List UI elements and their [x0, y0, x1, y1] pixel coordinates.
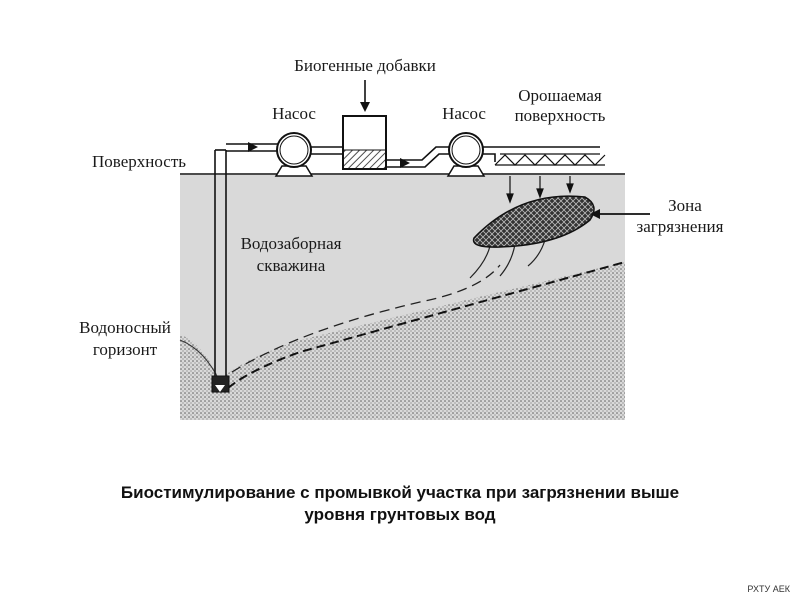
well-intake-arrow — [215, 385, 225, 392]
figure-caption: Биостимулирование с промывкой участка пр… — [60, 482, 740, 526]
caption-line-1: Биостимулирование с промывкой участка пр… — [120, 483, 680, 502]
leach-streak — [527, 239, 546, 267]
pipe-tank-to-pump2-lower — [386, 153, 450, 168]
pump-left — [274, 132, 314, 177]
aquifer-zone — [180, 262, 625, 420]
label-well-line1: Водозаборная — [240, 234, 342, 253]
pipe-flow-arrow — [400, 158, 410, 168]
pipe-pump2-to-sprinklers-lower — [483, 153, 496, 162]
infiltration-arrows — [506, 176, 574, 204]
leach-streak — [469, 245, 491, 279]
water-table-line — [227, 261, 626, 389]
leach-streak — [499, 243, 516, 277]
well-screen — [211, 375, 230, 393]
caption-line-2: уровня грунтовых вод — [304, 505, 496, 524]
label-surface: Поверхность — [92, 152, 186, 171]
label-irrigated-line1: Орошаемая — [518, 86, 602, 105]
nutrient-tank — [342, 115, 387, 170]
label-aquifer-line2: горизонт — [92, 340, 158, 359]
label-aquifer-line1: Водоносный — [79, 318, 171, 337]
label-pump-right: Насос — [442, 104, 486, 123]
label-nutrients: Биогенные добавки — [294, 56, 436, 75]
label-pump-left: Насос — [272, 104, 316, 123]
label-irrigated-line2: поверхность — [514, 106, 606, 125]
sprinkler-array — [494, 154, 606, 166]
nutrient-arrow-head — [360, 102, 370, 112]
pump-right — [446, 132, 486, 177]
pipe-flow-arrow — [248, 142, 258, 152]
footer-credit: РХТУ АЕК — [747, 584, 790, 594]
label-well-line2: скважина — [256, 256, 326, 275]
contamination-zone — [472, 195, 595, 248]
label-zone-line1: Зона — [668, 196, 702, 215]
zone-pointer-arrowhead — [590, 209, 600, 219]
label-zone-line2: загрязнения — [636, 217, 724, 236]
flow-path-line — [231, 264, 501, 373]
